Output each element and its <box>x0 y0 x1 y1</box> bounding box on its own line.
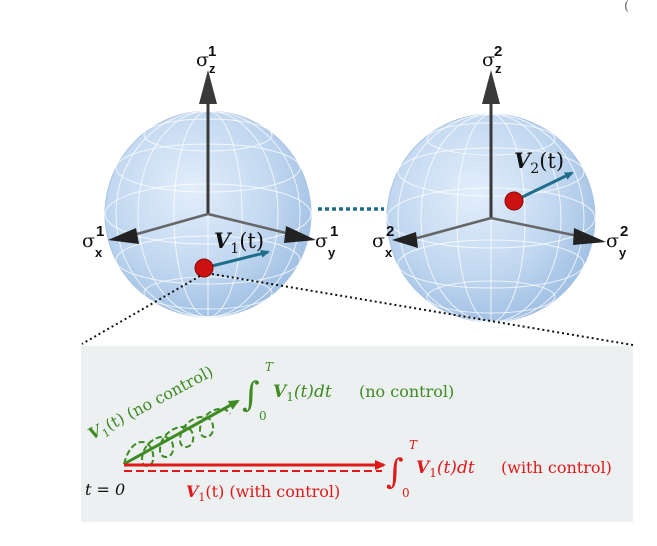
sphere-2-x-arrowhead <box>392 232 418 248</box>
sphere-2-y-axis <box>490 216 579 238</box>
sphere-1-z-sup: 1 <box>208 43 216 60</box>
inset-panel <box>81 346 633 522</box>
sphere-2-x-label: σx <box>372 230 393 260</box>
sphere-1-y-axis <box>207 212 291 236</box>
svg-text:(no control): (no control) <box>359 382 454 401</box>
svg-text:(with control): (with control) <box>501 458 612 477</box>
sphere-1-y-arrowhead <box>284 226 316 243</box>
sphere-1-z-arrowhead <box>199 70 217 104</box>
svg-text:V1(t)dt: V1(t)dt <box>416 458 475 480</box>
sphere-2-y-label: σy <box>606 230 627 260</box>
sphere-1-x-sup: 1 <box>96 223 104 240</box>
sphere-1-x-label: σx <box>82 230 103 260</box>
sphere-1-z-label: σz <box>196 49 216 76</box>
bloch-sphere-1 <box>104 70 316 318</box>
sphere-2-state-point <box>504 191 524 211</box>
svg-text:T: T <box>409 438 418 452</box>
bloch-sphere-2 <box>386 70 606 323</box>
sphere-2-z-sup: 2 <box>494 43 502 60</box>
sphere-2-x-sup: 2 <box>386 223 394 240</box>
no-control-integral: ∫ T 0 V1(t)dt (no control) <box>242 360 454 423</box>
sphere-1-x-axis <box>129 212 209 238</box>
corner-mark: ( <box>624 0 629 14</box>
svg-text:0: 0 <box>402 486 410 500</box>
sphere-2-state-vector <box>513 171 574 203</box>
sphere-2-y-sup: 2 <box>620 223 628 240</box>
sphere-1-y-label: σy <box>315 230 336 260</box>
sphere-2-z-label: σz <box>482 49 502 76</box>
sphere-1-y-sup: 1 <box>330 223 338 240</box>
sphere-2-z-arrowhead <box>482 70 500 104</box>
with-control-trajectory <box>124 460 386 472</box>
sphere-1-vector-label: V1(t) <box>214 228 264 257</box>
zoom-line-right <box>211 273 634 346</box>
svg-text:0: 0 <box>259 409 267 423</box>
svg-text:T: T <box>265 360 274 374</box>
sphere-2-x-axis <box>409 216 492 242</box>
time-zero-label: t = 0 <box>85 480 125 499</box>
svg-text:∫: ∫ <box>242 375 260 415</box>
sphere-1-x-arrowhead <box>108 228 139 244</box>
sphere-1-state-point <box>194 258 214 278</box>
sphere-2-y-arrowhead <box>573 228 606 245</box>
sphere-2-vector-label: V2(t) <box>514 148 564 177</box>
with-control-vector-label: V1(t) (with control) <box>186 482 340 504</box>
svg-text:V1(t)dt: V1(t)dt <box>273 382 332 404</box>
no-control-trajectory <box>123 399 240 467</box>
svg-text:∫: ∫ <box>386 452 404 492</box>
with-control-integral: ∫ T 0 V1(t)dt (with control) <box>386 438 612 500</box>
sphere-1-state-vector <box>203 249 270 270</box>
no-control-helix <box>123 407 231 467</box>
